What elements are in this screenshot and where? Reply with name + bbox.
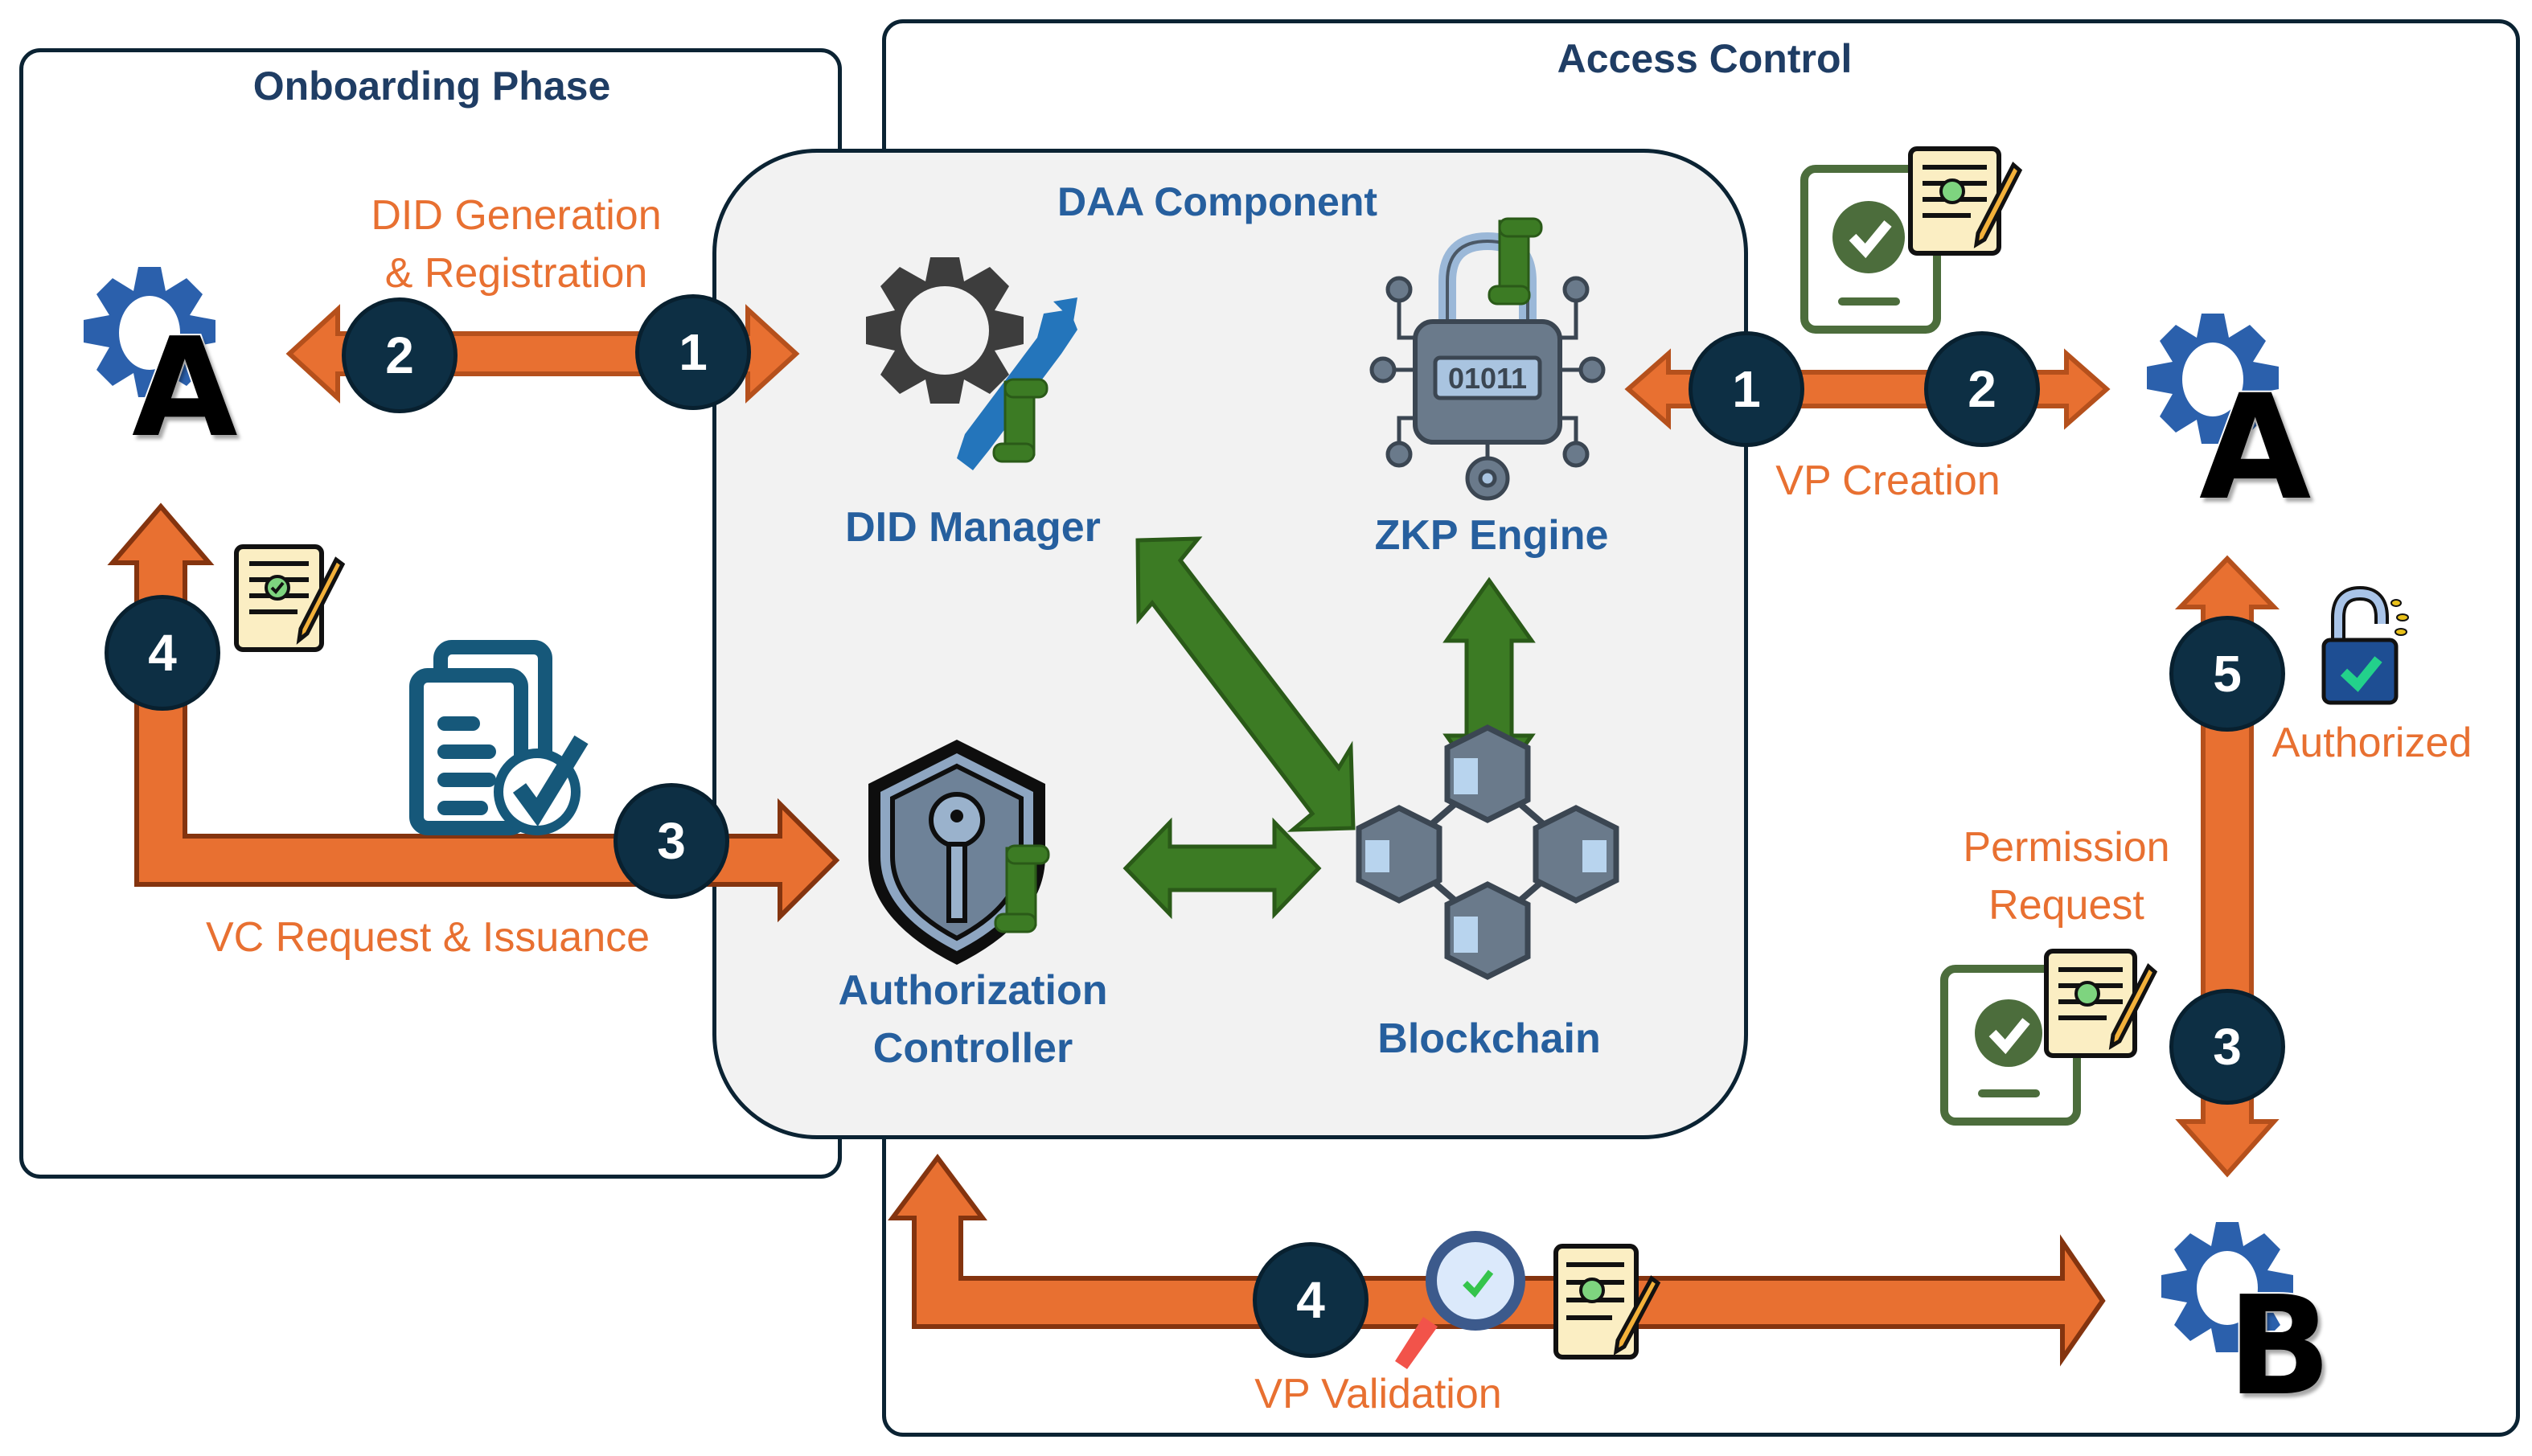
did-generation-registration-label: DID Generation & Registration xyxy=(371,187,661,302)
onboarding-step-4-badge: 4 xyxy=(105,595,220,711)
did-generation-label-line1: DID Generation xyxy=(371,192,662,239)
permission-label-line2: Request xyxy=(1988,882,2144,929)
vp-creation-arrow xyxy=(1624,348,2111,430)
vc-request-issuance-label: VC Request & Issuance xyxy=(205,914,650,961)
block-cube xyxy=(1444,724,1531,823)
did-blockchain-arrow xyxy=(1135,536,1356,832)
authorization-blockchain-arrow xyxy=(1122,817,1322,920)
authorization-controller-label-line2: Controller xyxy=(872,1025,1073,1072)
did-manager-label: DID Manager xyxy=(845,504,1101,551)
authorized-label: Authorized xyxy=(2271,720,2472,766)
gear-icon xyxy=(84,267,215,397)
smart-contract-scroll-icon xyxy=(994,844,1050,933)
zkp-chip-text: 01011 xyxy=(1448,362,1527,395)
vp-creation-label: VP Creation xyxy=(1775,457,2001,504)
onboarding-step-1-badge: 1 xyxy=(635,294,751,410)
blockchain-network-icon xyxy=(1356,724,1619,980)
did-registration-arrow xyxy=(285,304,800,404)
did-manager-component[interactable] xyxy=(836,233,1110,490)
did-generation-label-line2: & Registration xyxy=(384,250,648,297)
access-actor[interactable]: A xyxy=(2123,297,2332,531)
shield-key-icon xyxy=(868,740,1050,965)
access-control-title: Access Control xyxy=(1557,36,1853,81)
zkp-engine-component[interactable]: 01011 xyxy=(1359,209,1624,507)
access-step-1-badge: 1 xyxy=(1689,331,1804,447)
actor-letter-b: B xyxy=(2226,1267,2333,1426)
smart-contract-scroll-icon xyxy=(1488,217,1543,306)
smart-contract-scroll-icon xyxy=(992,378,1049,463)
magnifier-check-icon xyxy=(1391,1228,1536,1373)
zkp-engine-label: ZKP Engine xyxy=(1374,512,1609,559)
gear-icon xyxy=(2147,314,2279,444)
authorization-controller-label: Authorization Controller xyxy=(838,962,1107,1077)
permission-request-label: Permission Request xyxy=(1963,818,2169,934)
gear-wrench-icon xyxy=(866,257,1077,470)
unlocked-padlock-icon xyxy=(2316,585,2412,706)
verifier-actor[interactable]: B xyxy=(2139,1206,2348,1439)
daa-component-title: DAA Component xyxy=(1057,179,1378,224)
document-check-icon xyxy=(408,640,593,836)
vp-validation-label: VP Validation xyxy=(1254,1371,1502,1417)
authorization-controller-component[interactable] xyxy=(868,736,1110,969)
onboarding-step-2-badge: 2 xyxy=(342,297,458,413)
onboarding-actor[interactable]: A xyxy=(61,251,254,468)
permission-presentation-icon xyxy=(1938,949,2163,1130)
onboarding-step-3-badge: 3 xyxy=(614,783,729,899)
actor-letter-a: A xyxy=(2198,364,2312,532)
zkp-lock-circuit-icon: 01011 xyxy=(1369,217,1606,501)
verifiable-presentation-icon xyxy=(1798,145,2023,338)
access-step-3-badge: 3 xyxy=(2169,989,2285,1105)
onboarding-phase-title: Onboarding Phase xyxy=(252,64,611,109)
block-cube xyxy=(1356,805,1442,904)
signed-credential-icon xyxy=(233,543,346,656)
permission-label-line1: Permission xyxy=(1963,824,2170,871)
gear-icon xyxy=(2161,1222,2293,1352)
blockchain-component[interactable] xyxy=(1351,720,1624,985)
signed-document-icon xyxy=(1552,1242,1664,1363)
block-cube xyxy=(1444,881,1531,980)
vc-request-arrow xyxy=(107,502,840,923)
access-step-4-badge: 4 xyxy=(1253,1242,1369,1358)
access-step-2-badge: 2 xyxy=(1924,331,2040,447)
block-cube xyxy=(1533,805,1619,904)
access-step-5-badge: 5 xyxy=(2169,616,2285,732)
authorization-controller-label-line1: Authorization xyxy=(838,967,1108,1014)
vp-validation-arrow xyxy=(888,1153,2106,1367)
actor-letter-a: A xyxy=(130,309,240,468)
blockchain-label: Blockchain xyxy=(1377,1015,1601,1062)
